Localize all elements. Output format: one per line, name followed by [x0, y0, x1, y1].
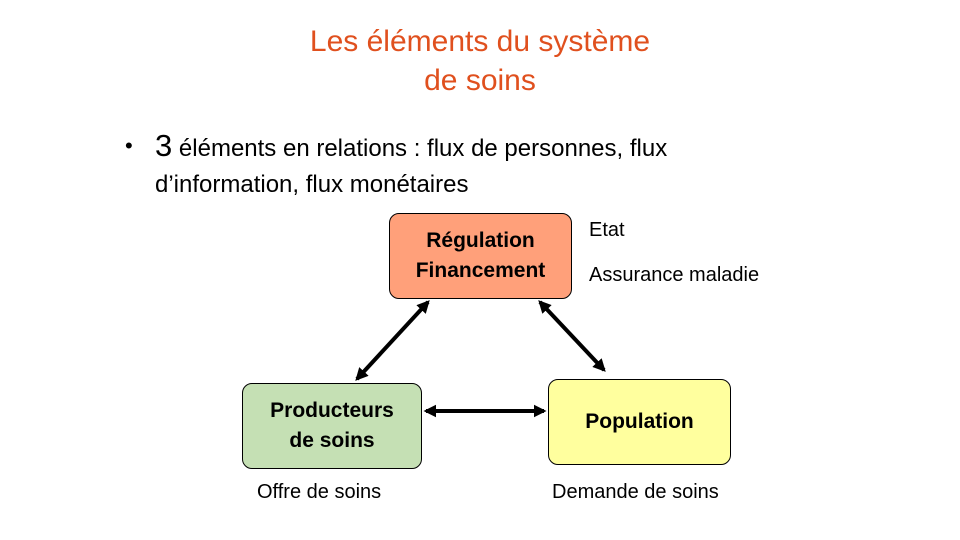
- population-box: Population: [548, 379, 731, 465]
- producteurs-line-1: Producteurs: [270, 399, 394, 422]
- slide-title-line-1: Les éléments du système: [309, 25, 651, 58]
- bullet-marker: •: [125, 133, 133, 158]
- producteurs-line-2: de soins: [289, 429, 375, 452]
- offre-de-soins-label: Offre de soins: [257, 481, 382, 503]
- arrow-regulation-producteurs: [355, 300, 430, 381]
- demande-de-soins-label: Demande de soins: [552, 481, 719, 503]
- regulation-line-2: Financement: [415, 259, 546, 282]
- arrow-regulation-population: [538, 300, 606, 372]
- regulation-line-1: Régulation: [426, 229, 535, 252]
- bullet-text: 3 éléments en relations : flux de person…: [155, 128, 805, 203]
- assurance-maladie-label: Assurance maladie: [589, 264, 760, 286]
- bullet-number: 3: [155, 128, 173, 163]
- etat-label: Etat: [589, 219, 625, 241]
- regulation-box: Régulation Financement: [389, 213, 572, 299]
- slide-title-line-2: de soins: [424, 64, 536, 97]
- population-label: Population: [585, 410, 694, 433]
- producteurs-box: Producteurs de soins: [242, 383, 422, 469]
- slide-title: Les éléments du système de soins: [0, 22, 960, 100]
- bullet-body: éléments en relations : flux de personne…: [155, 135, 668, 198]
